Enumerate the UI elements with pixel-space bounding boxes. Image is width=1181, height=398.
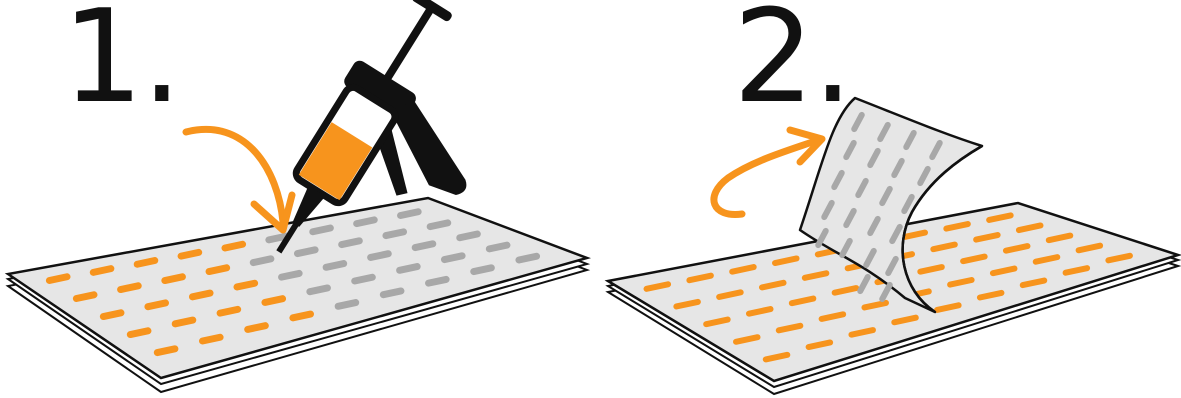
step-2-illustration <box>608 98 1178 394</box>
curved-arrow-icon <box>186 129 292 230</box>
step-1-illustration <box>8 0 587 392</box>
curved-arrow-icon <box>714 130 822 214</box>
